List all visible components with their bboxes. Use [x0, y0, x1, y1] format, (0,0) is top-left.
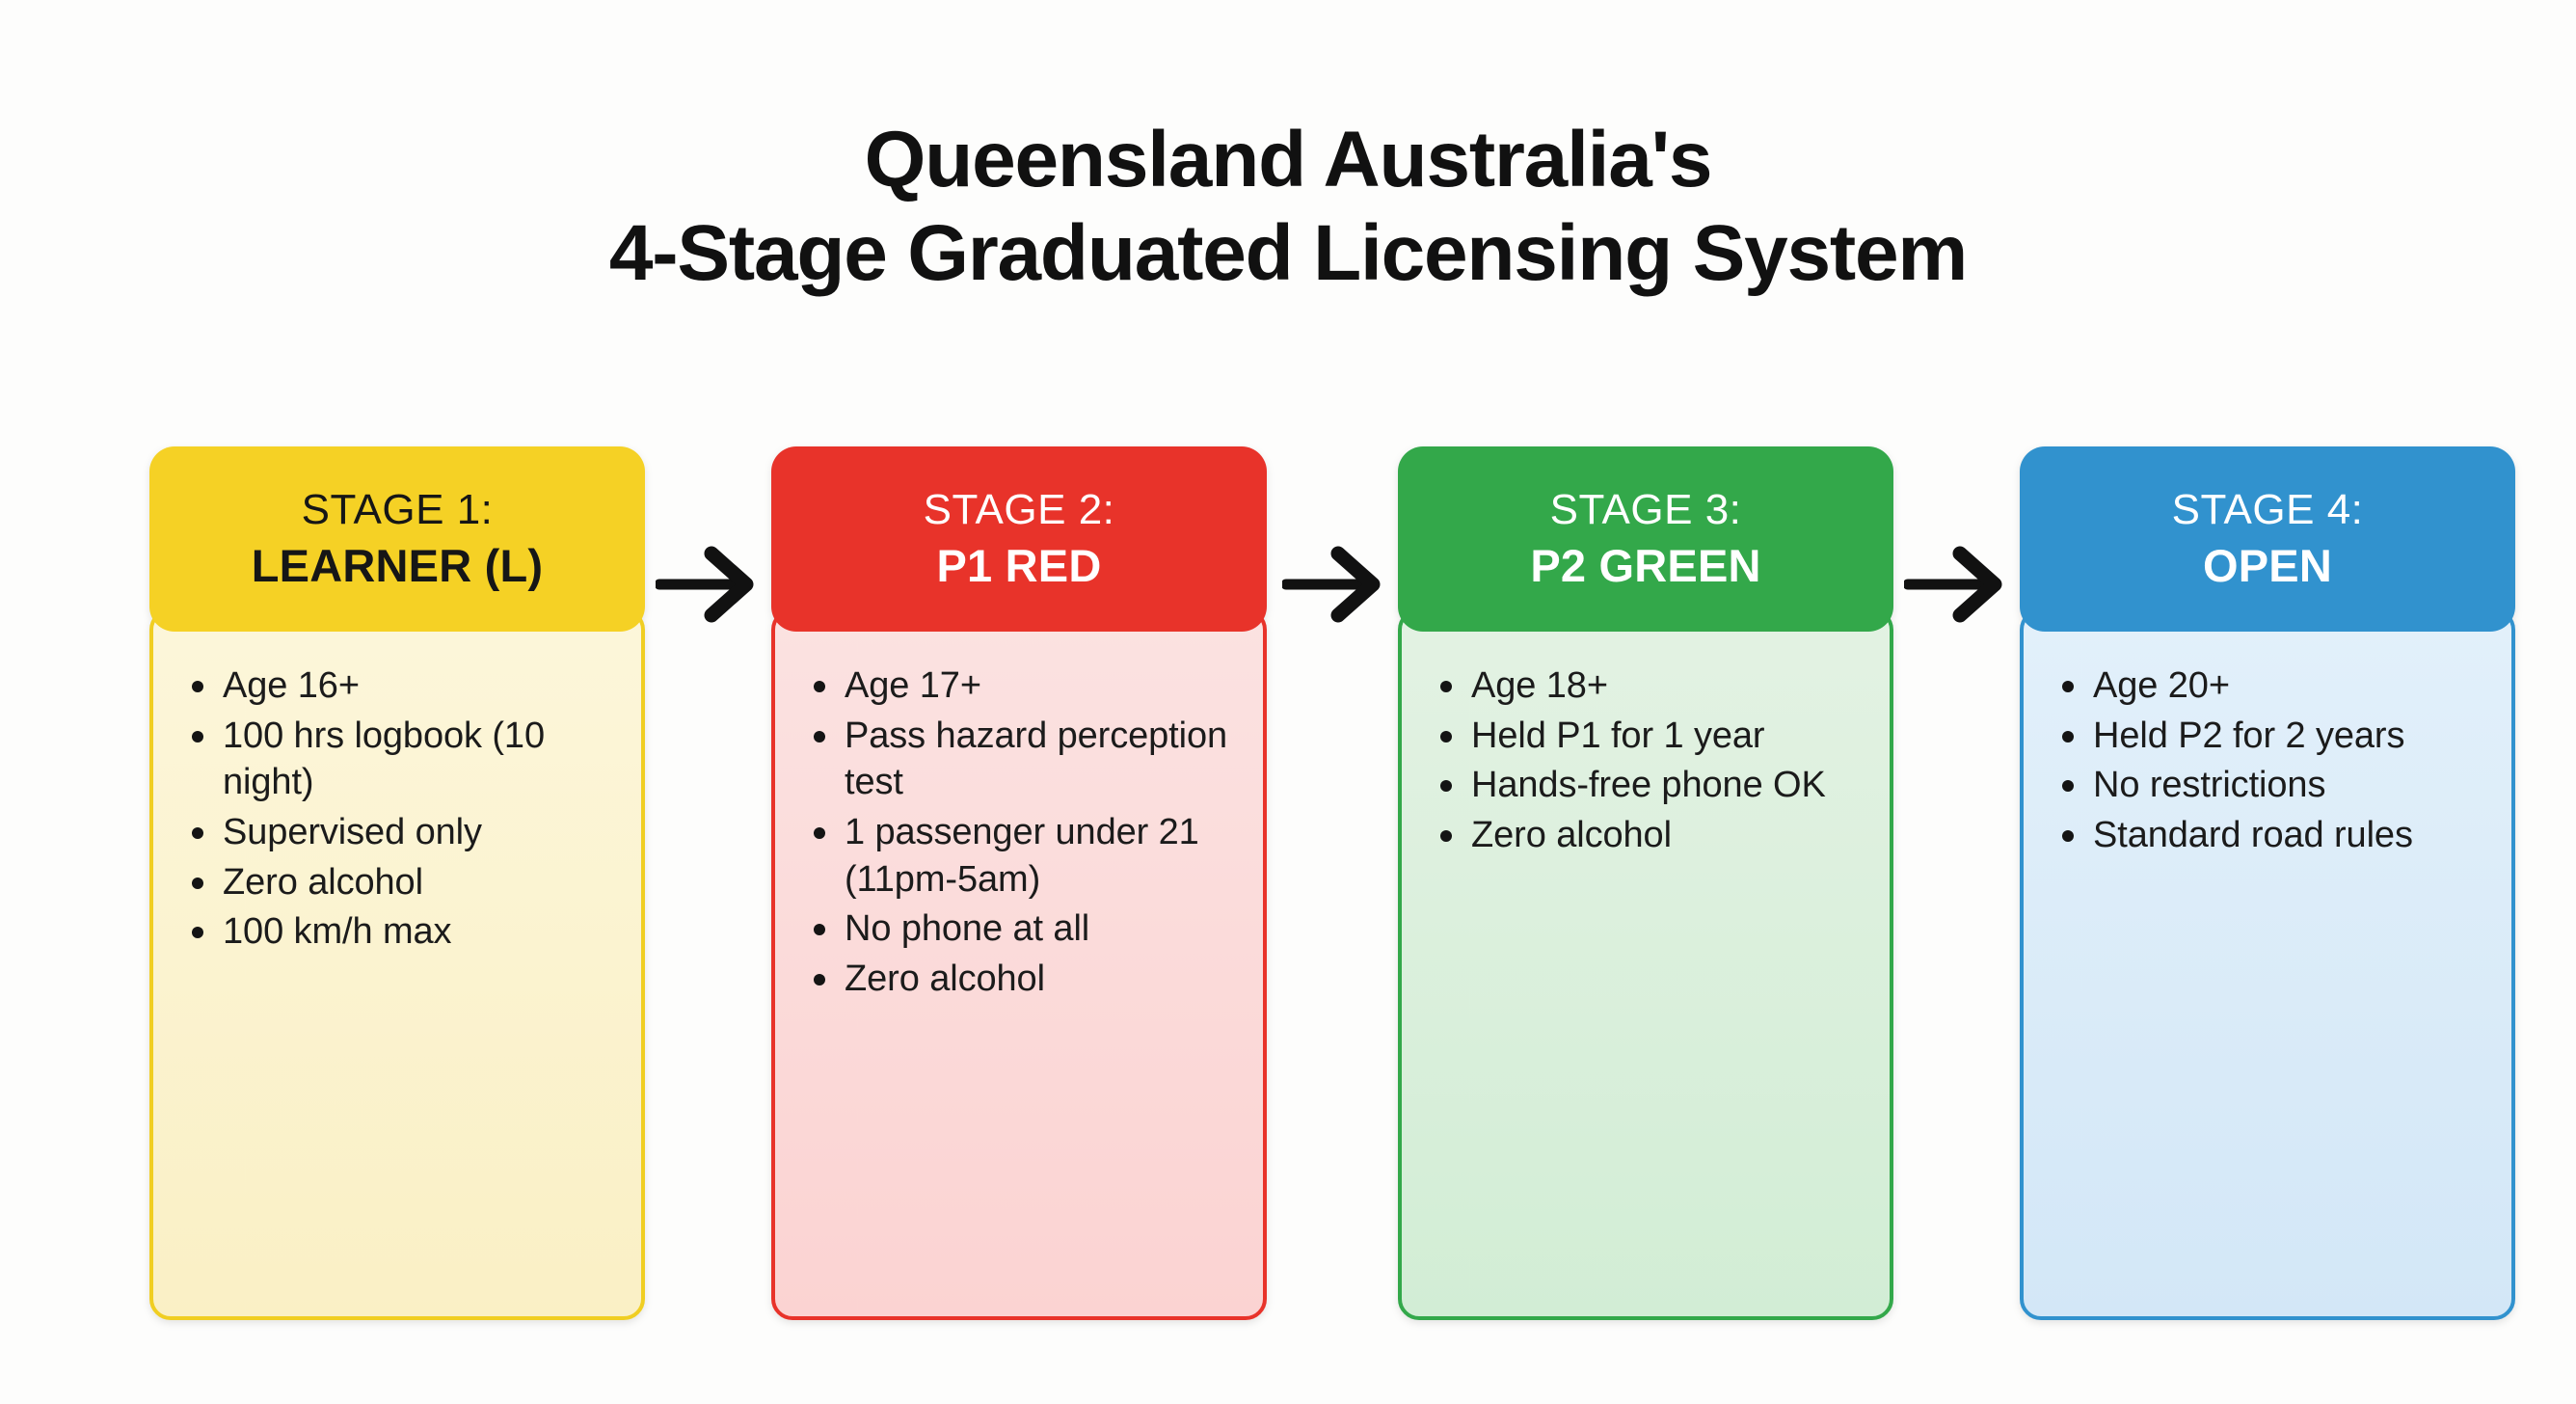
arrow-right-icon-1	[656, 538, 762, 631]
list-item: No restrictions	[2062, 762, 2486, 809]
stage-card-2: Age 17+ Pass hazard perception test 1 pa…	[771, 446, 1267, 1320]
stage-card-1-name: LEARNER (L)	[251, 540, 544, 592]
page-title: Queensland Australia's 4-Stage Graduated…	[0, 114, 2576, 301]
stage-card-4-bullet-list: Age 20+ Held P2 for 2 years No restricti…	[2049, 662, 2486, 859]
list-item: Age 20+	[2062, 662, 2486, 710]
list-item: 1 passenger under 21 (11pm-5am)	[814, 809, 1238, 903]
stage-card-4-body: Age 20+ Held P2 for 2 years No restricti…	[2020, 608, 2515, 1320]
list-item: Standard road rules	[2062, 812, 2486, 859]
stage-card-3: Age 18+ Held P1 for 1 year Hands-free ph…	[1398, 446, 1893, 1320]
stage-card-4-label: STAGE 4:	[2171, 486, 2364, 534]
stage-card-1-header: STAGE 1: LEARNER (L)	[149, 446, 645, 632]
list-item: No phone at all	[814, 905, 1238, 953]
stage-card-2-header: STAGE 2: P1 RED	[771, 446, 1267, 632]
list-item: Held P2 for 2 years	[2062, 713, 2486, 760]
list-item: Zero alcohol	[1440, 812, 1865, 859]
list-item: Zero alcohol	[814, 956, 1238, 1003]
title-line-1: Queensland Australia's	[864, 116, 1713, 203]
stage-card-4-header: STAGE 4: OPEN	[2020, 446, 2515, 632]
stage-card-1-body: Age 16+ 100 hrs logbook (10 night) Super…	[149, 608, 645, 1320]
stage-card-4-name: OPEN	[2203, 540, 2332, 592]
list-item: 100 hrs logbook (10 night)	[192, 713, 616, 806]
list-item: Age 17+	[814, 662, 1238, 710]
title-line-2: 4-Stage Graduated Licensing System	[608, 208, 1968, 297]
stage-card-3-bullet-list: Age 18+ Held P1 for 1 year Hands-free ph…	[1427, 662, 1865, 859]
stage-card-1-label: STAGE 1:	[301, 486, 494, 534]
stage-card-2-label: STAGE 2:	[923, 486, 1115, 534]
stage-card-3-name: P2 GREEN	[1530, 540, 1761, 592]
stage-card-1-bullet-list: Age 16+ 100 hrs logbook (10 night) Super…	[178, 662, 616, 956]
list-item: Hands-free phone OK	[1440, 762, 1865, 809]
list-item: Held P1 for 1 year	[1440, 713, 1865, 760]
list-item: Pass hazard perception test	[814, 713, 1238, 806]
list-item: Supervised only	[192, 809, 616, 856]
arrow-right-icon-2	[1282, 538, 1388, 631]
stage-card-2-bullet-list: Age 17+ Pass hazard perception test 1 pa…	[800, 662, 1238, 1002]
stage-card-2-name: P1 RED	[936, 540, 1102, 592]
list-item: Age 16+	[192, 662, 616, 710]
stage-card-4: Age 20+ Held P2 for 2 years No restricti…	[2020, 446, 2515, 1320]
arrow-right-icon-3	[1904, 538, 2010, 631]
stage-card-3-header: STAGE 3: P2 GREEN	[1398, 446, 1893, 632]
stage-card-1: Age 16+ 100 hrs logbook (10 night) Super…	[149, 446, 645, 1320]
stage-flow: Age 16+ 100 hrs logbook (10 night) Super…	[149, 446, 2517, 1324]
list-item: Age 18+	[1440, 662, 1865, 710]
list-item: Zero alcohol	[192, 859, 616, 906]
stage-card-2-body: Age 17+ Pass hazard perception test 1 pa…	[771, 608, 1267, 1320]
stage-card-3-label: STAGE 3:	[1549, 486, 1742, 534]
stage-card-3-body: Age 18+ Held P1 for 1 year Hands-free ph…	[1398, 608, 1893, 1320]
list-item: 100 km/h max	[192, 908, 616, 956]
